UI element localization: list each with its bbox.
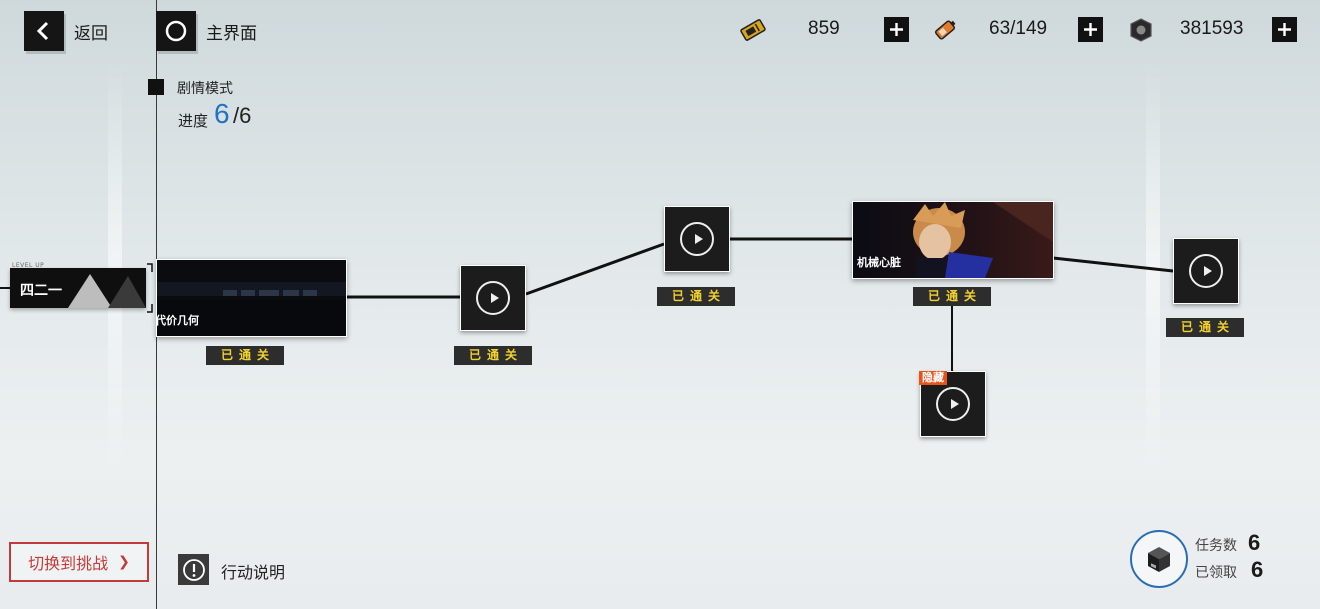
resource-ticket (738, 14, 768, 46)
play-icon (1189, 254, 1223, 288)
stage-node-4[interactable]: 机械心脏 (852, 201, 1054, 279)
add-coin-button[interactable] (1272, 17, 1297, 42)
task-claimed-label: 已领取 (1195, 565, 1237, 581)
back-arrow-icon (24, 11, 64, 51)
task-reward-chest[interactable] (1130, 530, 1188, 588)
play-icon (936, 387, 970, 421)
play-icon (476, 281, 510, 315)
home-circle-icon (156, 11, 196, 51)
task-count-value: 6 (1248, 530, 1261, 555)
progress-total: /6 (233, 103, 252, 128)
stage-5-cleared-badge: 已通关 (1166, 318, 1244, 337)
mode-label: 剧情模式 (177, 81, 233, 97)
coin-value: 381593 (1180, 18, 1244, 39)
stage-2-cleared-badge: 已通关 (454, 346, 532, 365)
stage-1-cleared-badge: 已通关 (206, 346, 284, 365)
plus-icon (1084, 23, 1097, 36)
add-ticket-button[interactable] (884, 17, 909, 42)
ticket-icon (738, 15, 768, 45)
stage-1-title: 代价几何 (156, 314, 199, 327)
progress-label: 进度 (178, 112, 209, 130)
plus-icon (890, 23, 903, 36)
chapter-tab[interactable]: 四二一 (10, 268, 146, 308)
task-claimed-value: 6 (1251, 557, 1264, 582)
task-count-label: 任务数 (1195, 538, 1237, 554)
mode-marker (148, 79, 164, 95)
level-up-tag: LEVEL UP (12, 262, 45, 269)
ticket-value: 859 (808, 18, 840, 39)
resource-battery (930, 14, 960, 46)
play-icon (680, 222, 714, 256)
plus-icon (1278, 23, 1291, 36)
hidden-stage-tag: 隐藏 (919, 371, 947, 385)
triangle-decoration (68, 274, 146, 308)
stage-node-1[interactable]: 代价几何 (156, 259, 347, 337)
stage-4-title: 机械心脏 (857, 256, 901, 269)
progress-current: 6 (214, 98, 230, 129)
stage-3-cleared-badge: 已通关 (657, 287, 735, 306)
battery-value: 63/149 (989, 18, 1048, 39)
exclamation-icon (182, 558, 205, 581)
stage-1-image (157, 260, 346, 336)
stage-node-2[interactable] (460, 265, 526, 331)
battery-icon (930, 15, 960, 45)
chest-icon (1148, 547, 1170, 572)
stage-4-character-image (853, 202, 1053, 278)
chapter-name: 四二一 (20, 283, 62, 299)
coin-icon (1126, 15, 1156, 45)
switch-to-challenge-button[interactable]: 切换到挑战 ❯ (9, 542, 149, 582)
switch-label: 切换到挑战 (28, 554, 109, 573)
home-button[interactable]: 主界面 (156, 11, 257, 51)
add-battery-button[interactable] (1078, 17, 1103, 42)
hidden-stage-node[interactable] (920, 371, 986, 437)
chevron-right-icon: ❯ (118, 554, 130, 570)
stage-4-cleared-badge: 已通关 (913, 287, 991, 306)
back-button[interactable]: 返回 (24, 11, 108, 51)
resource-coin (1126, 14, 1156, 46)
home-label: 主界面 (206, 23, 257, 44)
back-label: 返回 (74, 23, 108, 44)
info-button[interactable] (178, 554, 209, 585)
stage-node-5[interactable] (1173, 238, 1239, 304)
info-label: 行动说明 (221, 563, 286, 582)
stage-node-3[interactable] (664, 206, 730, 272)
